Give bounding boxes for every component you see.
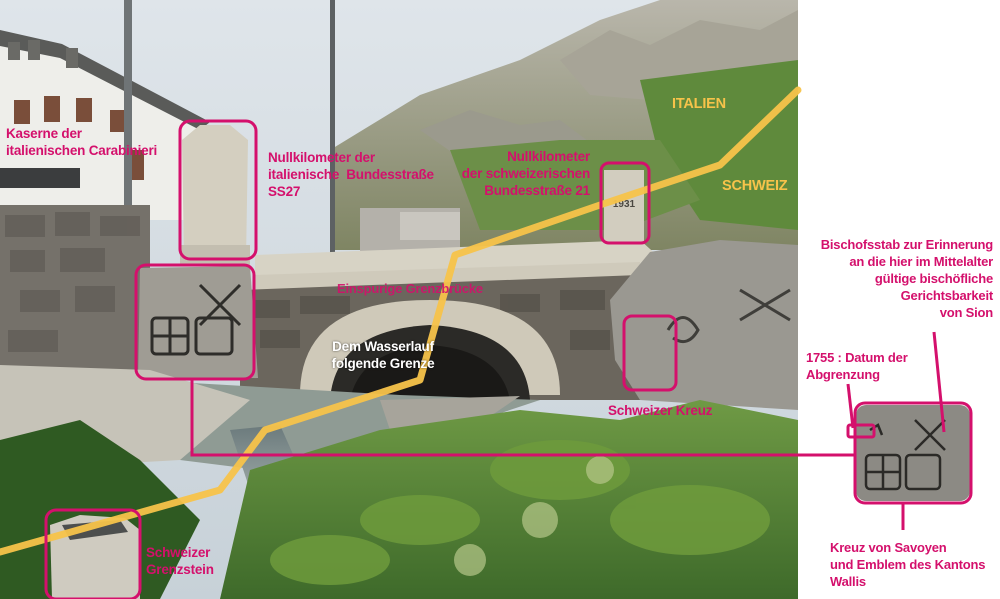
svg-text:1931: 1931 xyxy=(613,199,636,210)
box-carved-stone xyxy=(134,263,256,381)
box-grenzstein xyxy=(44,508,142,599)
carved-stone-left xyxy=(138,266,258,380)
label-schweiz: SCHWEIZ xyxy=(722,178,788,194)
pole xyxy=(330,0,335,260)
label-savoyen: Kreuz von Savoyen und Emblem des Kantons… xyxy=(830,540,986,589)
pole xyxy=(124,0,132,220)
box-italian-km xyxy=(178,119,258,261)
boundary-rock xyxy=(610,240,798,410)
label-italien: ITALIEN xyxy=(672,96,726,112)
label-grenzstein: Schweizer Grenzstein xyxy=(146,545,214,577)
box-swiss-km xyxy=(599,161,651,245)
label-wasserlauf: Dem Wasserlauf folgende Grenze xyxy=(331,339,435,371)
highlight-boxes xyxy=(44,119,973,599)
box-date xyxy=(846,423,876,439)
label-datum: 1755 : Datum der Abgrenzung xyxy=(806,350,908,382)
label-kaserne: Kaserne der italienischen Carabinieri xyxy=(6,126,158,158)
label-bischofsstab: Bischofsstab zur Erinnerung an die hier … xyxy=(820,237,993,320)
border-line xyxy=(0,86,802,556)
box-inset xyxy=(853,401,973,505)
label-nullkilometer-italien: Nullkilometer der italienische Bundesstr… xyxy=(268,150,434,199)
label-schweizer-kreuz: Schweizer Kreuz xyxy=(608,403,713,418)
label-grenzbruecke: Einspurige Grenzbrücke xyxy=(337,281,483,296)
connector-lines xyxy=(190,331,946,530)
box-swiss-cross xyxy=(622,314,678,392)
swiss-km-stone xyxy=(604,170,644,242)
enlarged-stone-inset xyxy=(856,405,970,501)
label-nullkilometer-schweiz: Nullkilometer der schweizerischen Bundes… xyxy=(461,149,590,198)
italian-km-stone xyxy=(182,125,248,260)
